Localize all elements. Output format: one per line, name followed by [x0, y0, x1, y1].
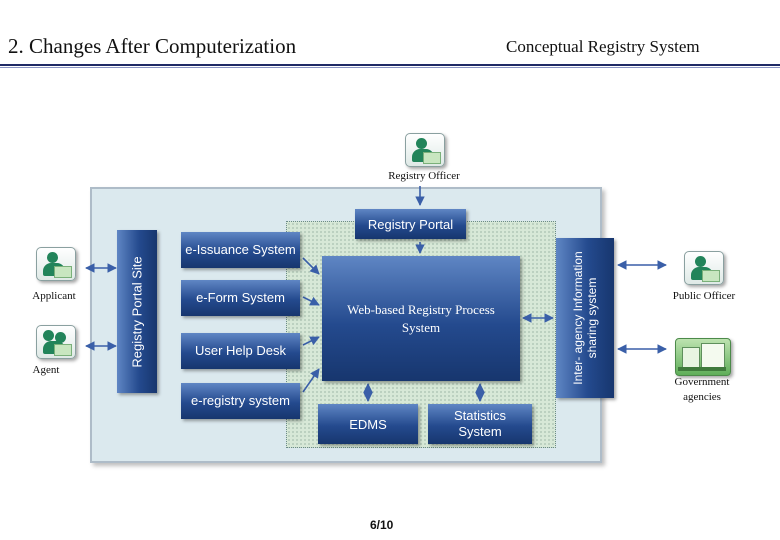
user-help-desk-box: User Help Desk — [181, 333, 300, 369]
agent-label: Agent — [32, 364, 60, 376]
inter-agency-label: Inter- agency Information sharing system — [571, 251, 599, 385]
public-officer-label: Public Officer — [672, 290, 736, 302]
inter-agency-box: Inter- agency Information sharing system — [556, 238, 614, 398]
public-officer-icon — [684, 251, 724, 285]
agent-icon — [36, 325, 76, 359]
header-rule — [0, 64, 780, 66]
government-agencies-label: Government agencies — [674, 376, 730, 403]
page-number: 6/10 — [370, 518, 394, 532]
web-based-system-label: Web-based Registry Process System — [347, 301, 495, 335]
eform-to-web-arrow — [302, 296, 320, 306]
e-registry-system-box: e-registry system — [181, 383, 300, 419]
edms-label: EDMS — [349, 416, 387, 432]
e-form-system-box: e-Form System — [181, 280, 300, 316]
header-rule-thin — [0, 67, 780, 68]
registry-portal-site-label: Registry Portal Site — [129, 255, 145, 368]
page-title: 2. Changes After Computerization — [8, 34, 297, 58]
registry-portal-box: Registry Portal — [355, 209, 466, 239]
e-issuance-system-box: e-Issuance System — [181, 232, 300, 268]
user-help-desk-label: User Help Desk — [194, 343, 287, 358]
applicant-label: Applicant — [32, 290, 76, 302]
registry-officer-label: Registry Officer — [388, 170, 460, 182]
government-building-icon — [675, 338, 731, 376]
applicant-icon — [36, 247, 76, 281]
helpdesk-to-web-arrow — [302, 336, 320, 346]
edms-box: EDMS — [318, 404, 418, 444]
e-registry-system-label: e-registry system — [191, 393, 290, 408]
page-subtitle: Conceptual Registry System — [506, 37, 700, 56]
registry-portal-label: Registry Portal — [367, 216, 454, 232]
web-based-system-box: Web-based Registry Process System — [322, 256, 520, 381]
e-form-system-label: e-Form System — [196, 290, 285, 305]
statistics-system-label: Statistics System — [453, 408, 506, 439]
e-issuance-system-label: e-Issuance System — [185, 242, 296, 257]
eissuance-to-web-arrow — [302, 257, 320, 275]
registry-officer-icon — [405, 133, 445, 167]
statistics-system-box: Statistics System — [428, 404, 532, 444]
eregistry-to-web-arrow — [302, 368, 320, 393]
registry-portal-site: Registry Portal Site — [117, 230, 157, 393]
